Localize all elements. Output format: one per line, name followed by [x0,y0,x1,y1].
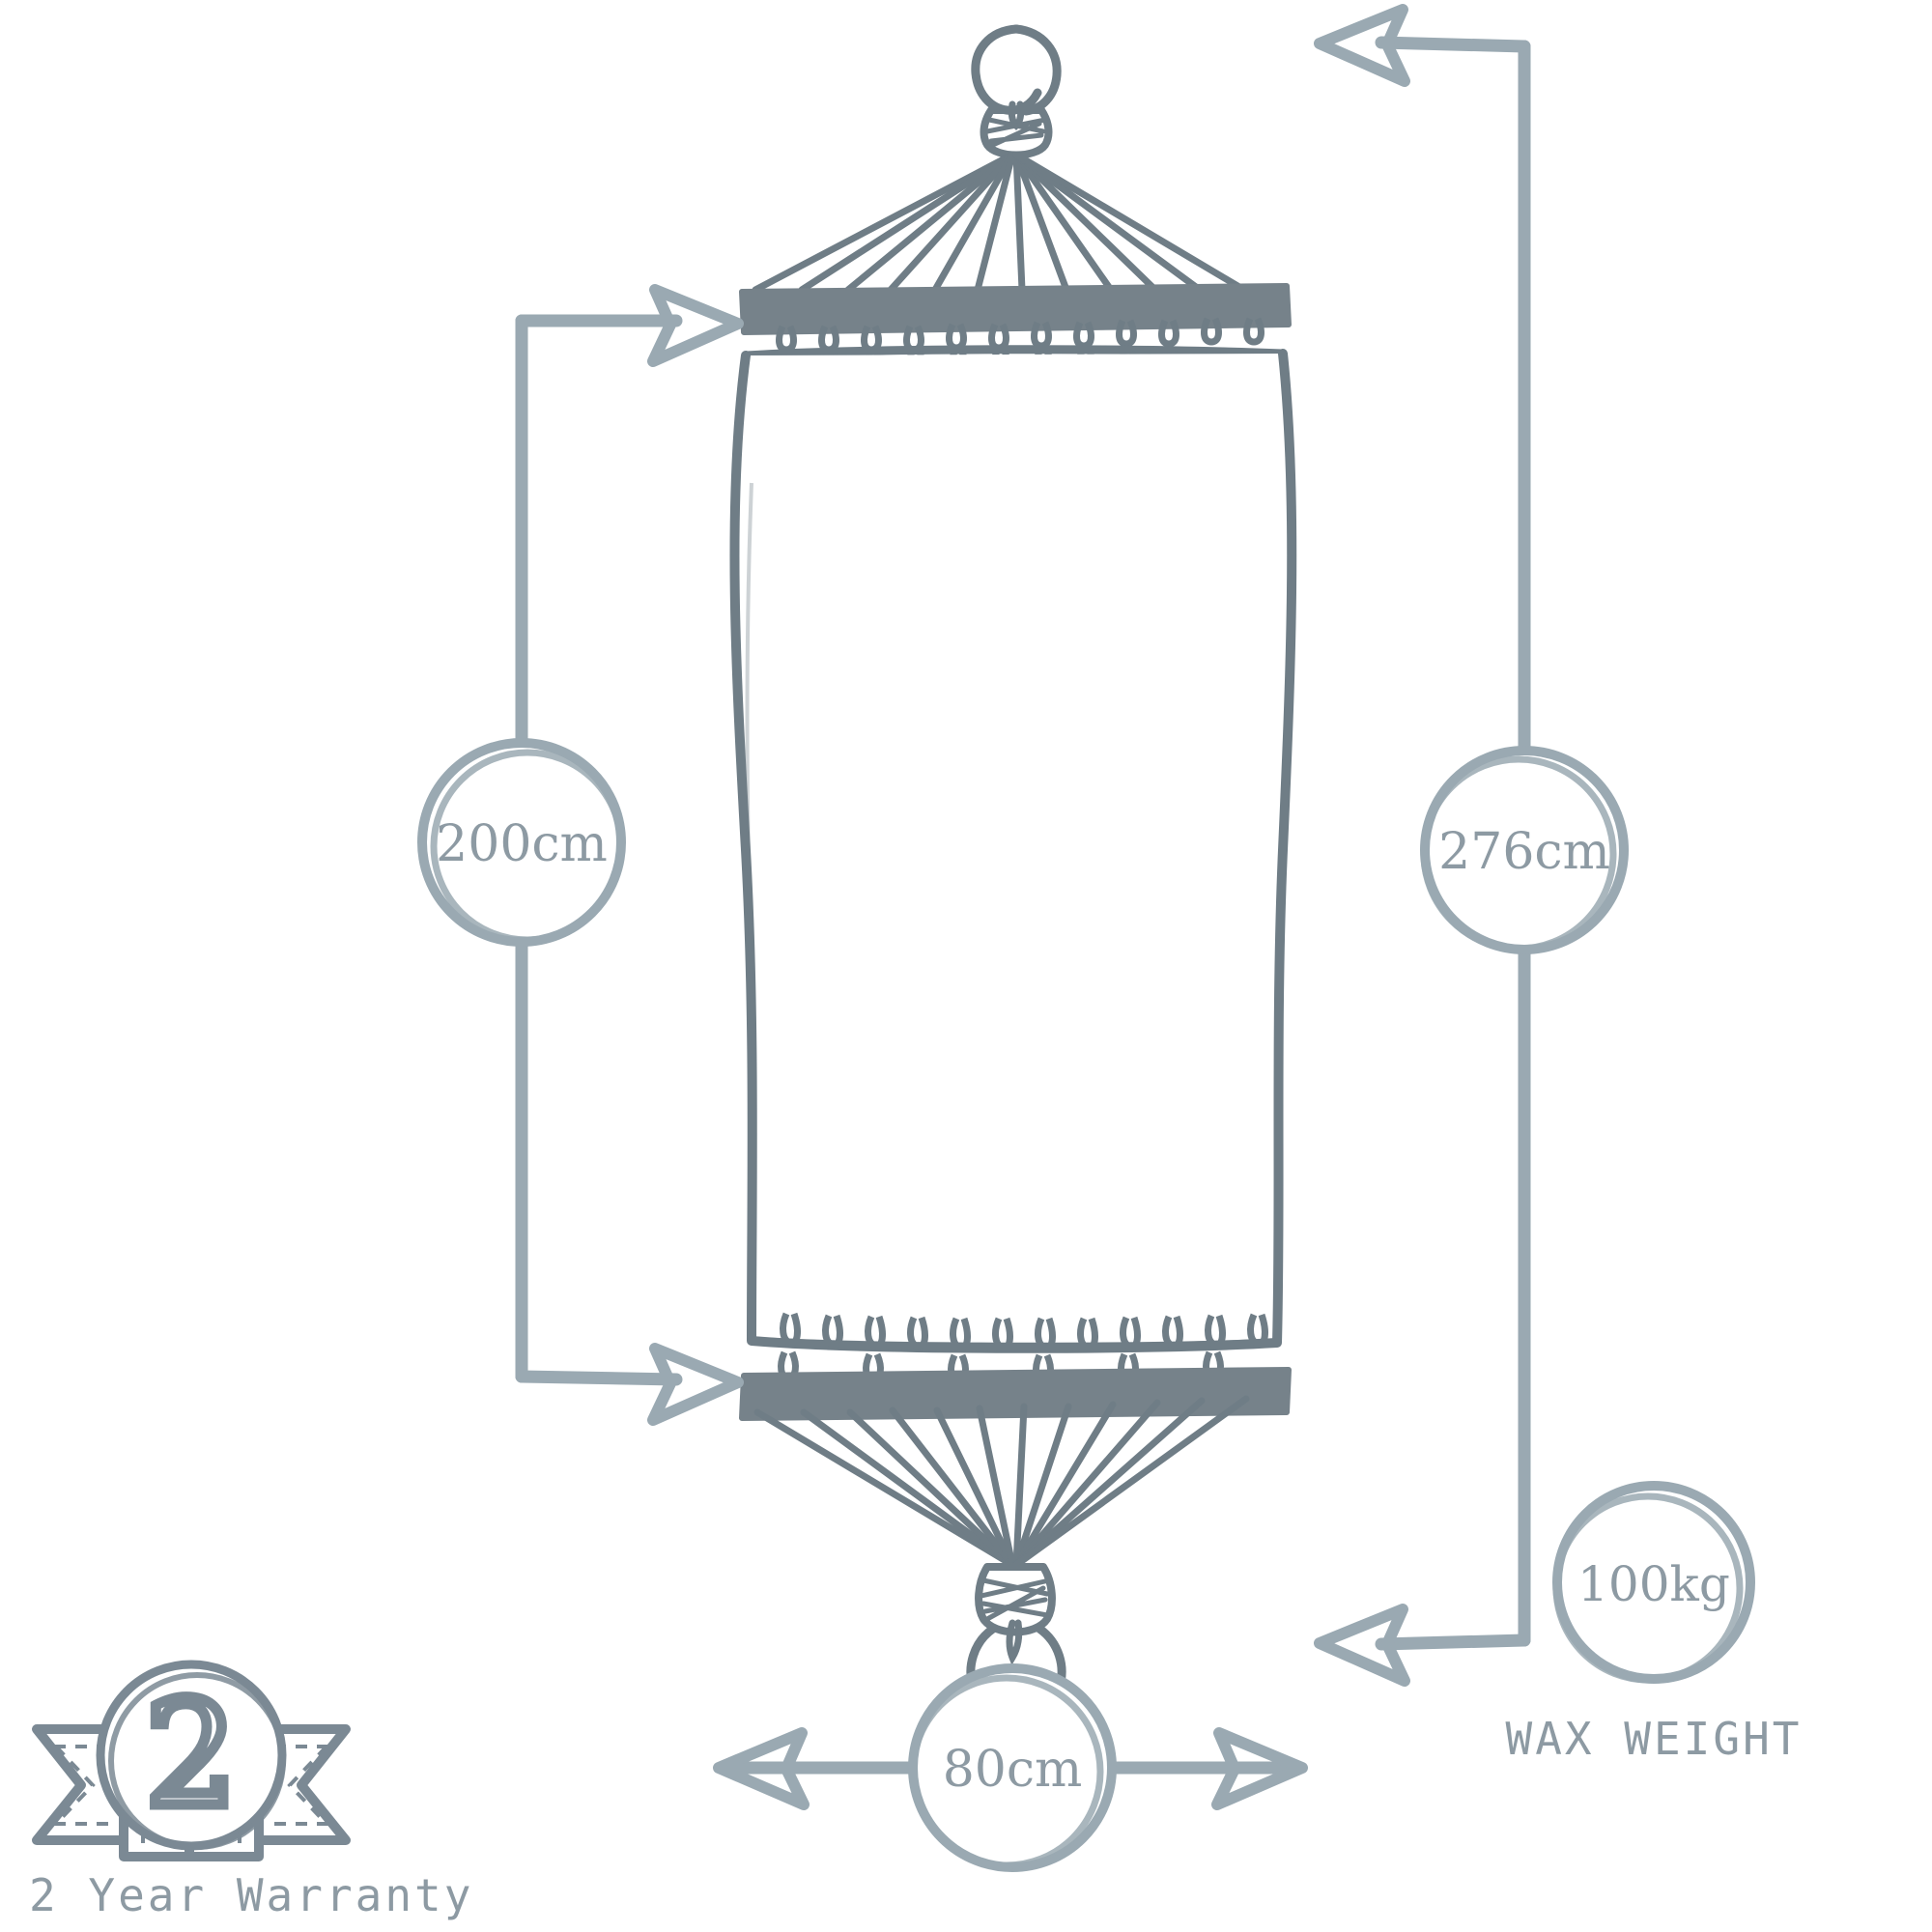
dimension-bracket-276-top [1375,36,1531,53]
warranty-group: 2 2 Year Warranty [29,1660,473,1921]
badge-200cm: 200cm [417,738,626,947]
arrow-left-icon-80 [713,1727,810,1810]
dimension-bracket-276-bottom [1375,1634,1531,1651]
badge-100kg-inner [1552,1492,1744,1684]
bottom-suspension [739,1312,1292,1724]
badge-80cm: 80cm [908,1663,1117,1872]
badge-276cm: 276cm [1420,746,1629,954]
dimension-276cm: 276cm [1314,4,1629,1687]
bottom-ropes [753,1395,1250,1569]
arrow-right-icon-200-top [647,284,744,367]
spreader-bar-icon [739,283,1292,335]
warranty-badge-circle-inner [108,1672,286,1850]
warranty-number: 2 [145,1671,237,1839]
warranty-caption: 2 Year Warranty [29,1869,473,1921]
arrow-right-icon-80 [1211,1727,1308,1810]
max-weight-caption: WAX WEIGHT [1506,1713,1803,1765]
fabric-bottom-eyelets [780,1312,1268,1351]
badge-label-100kg: 100kg [1577,1556,1730,1612]
arrow-left-icon-276-top [1314,4,1410,87]
badge-label-276cm: 276cm [1438,823,1610,881]
badge-label-80cm: 80cm [943,1741,1083,1799]
arrow-left-icon-276-bottom [1314,1604,1410,1687]
badge-label-200cm: 200cm [436,815,608,873]
max-weight-group: 100kg WAX WEIGHT [1506,1481,1803,1765]
arrow-right-icon-200-bottom [647,1343,744,1426]
fabric-top-rail [741,345,1288,360]
dimension-80cm: 80cm [713,1663,1308,1872]
dimension-200cm: 200cm [417,284,744,1426]
top-ropes [752,151,1248,294]
dimension-bracket-200-bottom [515,1370,683,1386]
